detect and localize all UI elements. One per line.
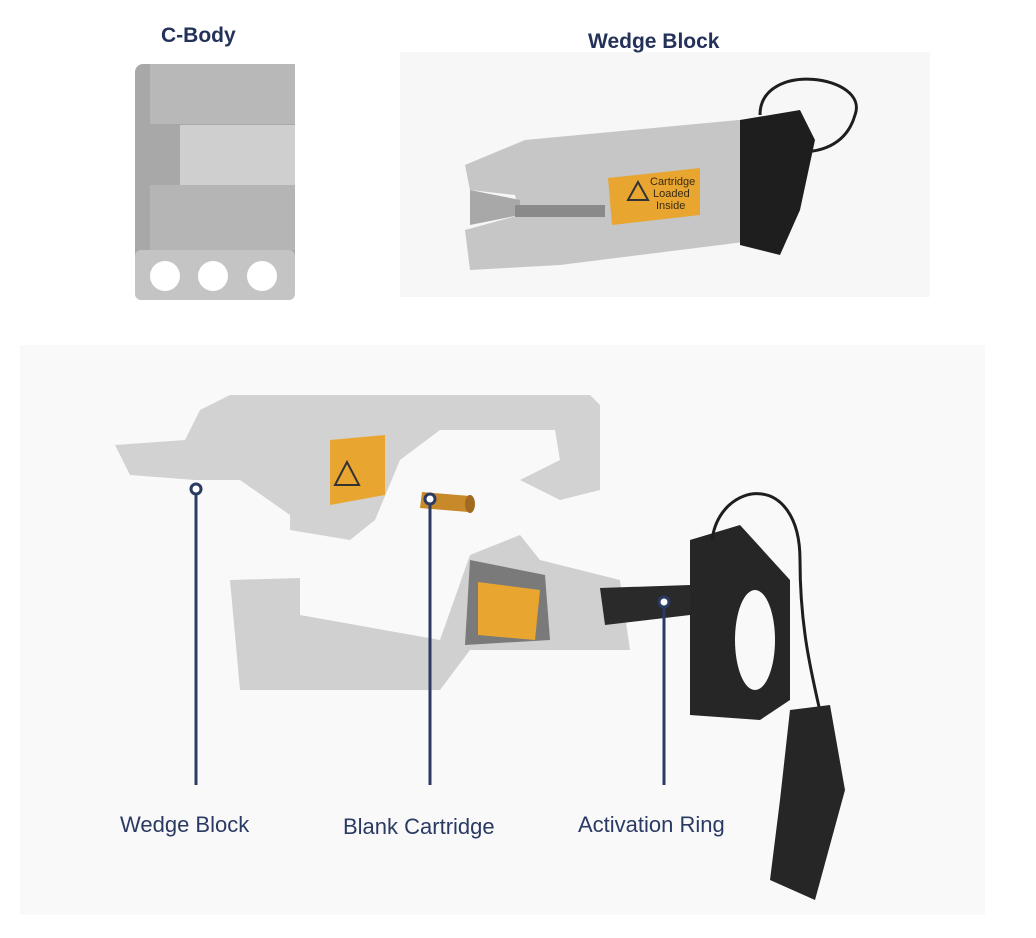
callout-lines xyxy=(189,482,671,785)
wedge-block-upper-part xyxy=(115,395,600,540)
c-body-title: C-Body xyxy=(161,24,236,47)
sticker-text-line-2: Loaded xyxy=(653,188,690,200)
wedge-block-image xyxy=(465,77,858,270)
sticker-text-line-1: Cartridge xyxy=(650,176,695,188)
activation-ring-image xyxy=(600,492,845,900)
warning-sticker xyxy=(608,168,700,225)
wedge-block-lower-part xyxy=(230,535,630,690)
c-body-image xyxy=(135,64,295,300)
callout-activation-ring: Activation Ring xyxy=(578,812,725,837)
warning-sticker xyxy=(330,435,385,505)
callout-blank-cartridge: Blank Cartridge xyxy=(343,814,495,839)
callout-wedge-block: Wedge Block xyxy=(120,812,250,837)
warning-sticker xyxy=(478,582,540,640)
sticker-text-line-3: Inside xyxy=(656,200,685,212)
wedge-block-title: Wedge Block xyxy=(588,30,720,53)
